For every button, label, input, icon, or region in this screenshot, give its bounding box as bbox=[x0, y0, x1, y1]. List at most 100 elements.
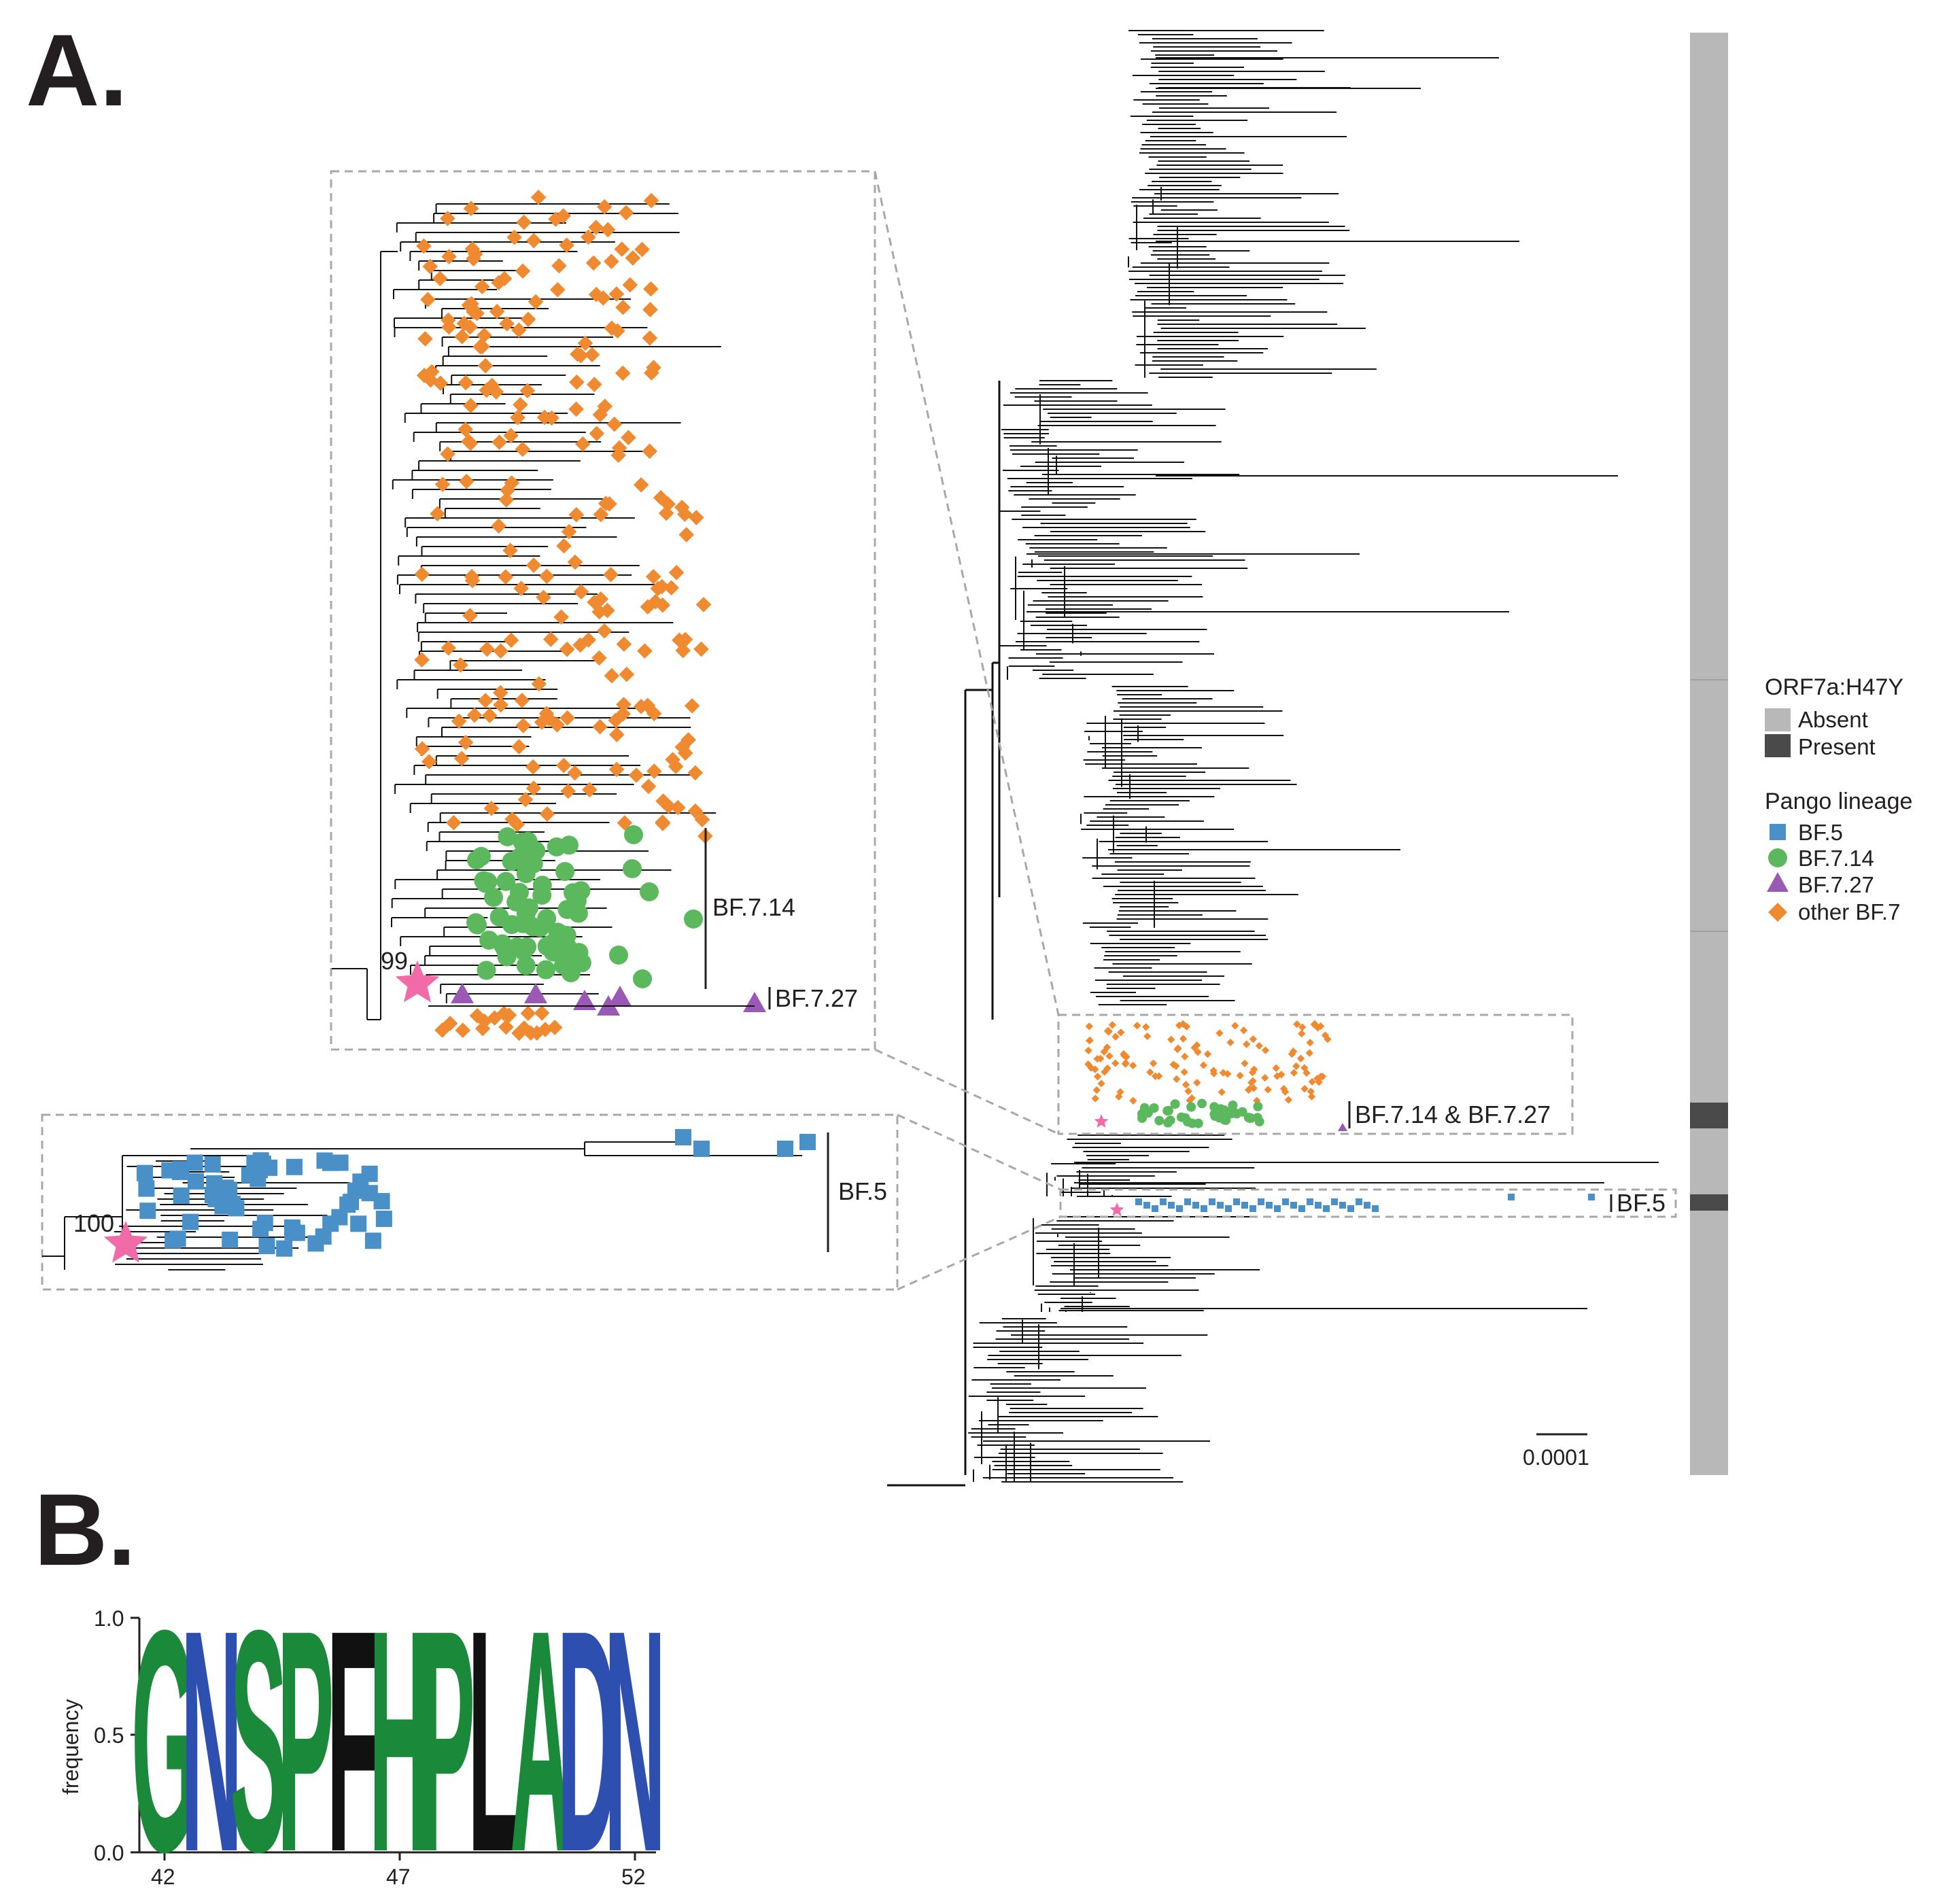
logo-ylabel: frequency bbox=[58, 1699, 83, 1795]
clade-bars bbox=[704, 828, 1612, 1252]
diamond-icon bbox=[501, 1007, 517, 1023]
clade-label-main-bf5: BF.5 bbox=[1617, 1189, 1666, 1217]
logo-xtick-label: 42 bbox=[151, 1865, 175, 1889]
diamond-icon bbox=[423, 372, 438, 388]
diamond-icon bbox=[1292, 1062, 1300, 1071]
diamond-icon bbox=[464, 241, 481, 257]
circle-icon bbox=[1232, 1109, 1241, 1119]
diamond-icon bbox=[556, 538, 572, 554]
diamond-icon bbox=[1296, 1054, 1305, 1062]
circle-icon bbox=[1197, 1098, 1207, 1109]
clade-label-main-bf714-bf727: BF.7.14 & BF.7.27 bbox=[1355, 1101, 1551, 1128]
diamond-icon bbox=[559, 237, 574, 254]
legend-swatch-present bbox=[1765, 734, 1791, 757]
diamond-icon bbox=[604, 668, 620, 684]
diamond-icon bbox=[561, 523, 577, 540]
diamond-icon bbox=[655, 793, 671, 809]
diamond-icon bbox=[462, 608, 478, 623]
diamond-icon bbox=[491, 518, 506, 534]
diamond-icon bbox=[491, 275, 506, 291]
diamond-icon bbox=[498, 569, 514, 585]
legend-label-bf727: BF.7.27 bbox=[1798, 872, 1874, 897]
diamond-icon bbox=[538, 568, 555, 585]
diamond-icon bbox=[525, 759, 541, 775]
diamond-icon bbox=[1093, 1054, 1101, 1063]
sequence-logo: 1.0 0.5 0.0 frequency 42 47 52 GNSPFHPLA… bbox=[58, 1565, 666, 1904]
circle-icon bbox=[1154, 1115, 1165, 1126]
diamond-icon bbox=[633, 698, 649, 714]
circle-icon bbox=[530, 918, 550, 937]
diamond-icon bbox=[469, 305, 485, 322]
diamond-icon bbox=[618, 205, 634, 221]
diamond-icon bbox=[1093, 1073, 1102, 1081]
diamond-icon bbox=[1182, 1081, 1190, 1089]
diamond-icon bbox=[589, 426, 605, 442]
diamond-icon bbox=[525, 780, 542, 796]
diamond-icon bbox=[608, 712, 623, 729]
square-icon bbox=[777, 1141, 793, 1157]
triangle-icon bbox=[451, 983, 474, 1003]
diamond-icon bbox=[519, 383, 536, 399]
diamond-icon bbox=[414, 741, 430, 757]
circle-icon bbox=[489, 907, 509, 927]
diamond-icon bbox=[573, 584, 589, 600]
circle-icon bbox=[1176, 1112, 1186, 1122]
diamond-icon bbox=[498, 1019, 514, 1035]
logo-letter: P bbox=[277, 1565, 334, 1904]
square-icon bbox=[1770, 824, 1786, 840]
diamond-icon bbox=[1146, 1068, 1154, 1077]
diamond-icon bbox=[567, 554, 583, 570]
diamond-icon bbox=[1241, 1059, 1249, 1068]
diamond-icon bbox=[1120, 1052, 1128, 1060]
circle-icon bbox=[623, 859, 642, 878]
circle-icon bbox=[1253, 1101, 1263, 1111]
diamond-icon bbox=[1149, 1059, 1158, 1067]
tree-branch bbox=[391, 203, 721, 1003]
diamond-icon bbox=[420, 292, 436, 308]
inset-tree-bf7 bbox=[332, 189, 766, 1041]
circle-icon bbox=[1170, 1099, 1180, 1109]
diamond-icon bbox=[606, 416, 623, 432]
square-icon bbox=[286, 1158, 303, 1175]
diamond-icon bbox=[434, 1022, 450, 1038]
square-icon bbox=[316, 1152, 333, 1169]
diamond-icon bbox=[414, 566, 430, 583]
logo-xtick-label: 52 bbox=[621, 1865, 646, 1889]
diamond-icon bbox=[670, 799, 686, 816]
circle-icon bbox=[559, 835, 579, 855]
inset-tree-bf5 bbox=[42, 1129, 816, 1270]
diamond-icon bbox=[422, 258, 438, 275]
diamond-icon bbox=[523, 1025, 539, 1041]
diamond-icon bbox=[678, 527, 695, 542]
diamond-icon bbox=[1086, 1036, 1094, 1045]
diamond-icon bbox=[463, 201, 479, 217]
diamond-icon bbox=[1101, 1068, 1109, 1076]
diamond-icon bbox=[1122, 1059, 1130, 1067]
diamond-icon bbox=[646, 706, 662, 722]
circle-icon bbox=[633, 969, 652, 988]
diamond-icon bbox=[491, 434, 507, 450]
diamond-icon bbox=[1264, 1086, 1272, 1094]
node-stars bbox=[103, 960, 1124, 1263]
logo-ytick-label: 0.5 bbox=[94, 1723, 124, 1748]
diamond-icon bbox=[1092, 1086, 1101, 1094]
circle-icon bbox=[516, 864, 536, 884]
diamond-icon bbox=[417, 331, 433, 347]
square-icon bbox=[1192, 1202, 1199, 1209]
circle-icon bbox=[496, 871, 516, 891]
diamond-icon bbox=[441, 249, 457, 264]
diamond-icon bbox=[525, 232, 542, 249]
diamond-icon bbox=[608, 727, 625, 743]
legend: ORF7a:H47Y Absent Present Pango lineage … bbox=[1765, 674, 1912, 924]
diamond-icon bbox=[515, 718, 532, 733]
square-icon bbox=[1323, 1205, 1330, 1212]
diamond-icon bbox=[539, 806, 555, 822]
diamond-icon bbox=[503, 632, 519, 648]
diamond-icon bbox=[588, 286, 604, 302]
diamond-icon bbox=[464, 572, 481, 589]
diamond-icon bbox=[1247, 1078, 1256, 1087]
diamond-icon bbox=[516, 214, 532, 230]
trait-strip-present bbox=[1690, 1103, 1728, 1128]
diamond-icon bbox=[625, 250, 641, 266]
diamond-icon bbox=[1248, 1069, 1257, 1077]
